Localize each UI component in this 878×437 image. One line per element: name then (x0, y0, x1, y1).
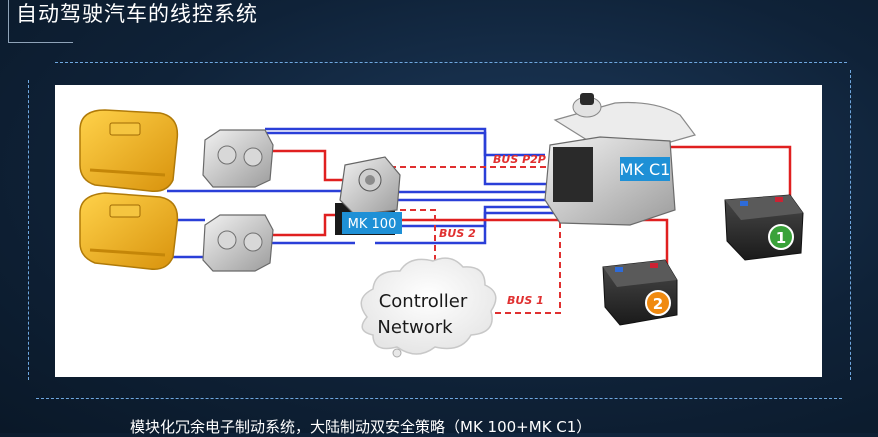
mkc1-label-bg (620, 157, 670, 181)
network-label-line1: Controller (379, 291, 468, 312)
battery-2-badge: 2 (653, 295, 663, 313)
brake-system-diagram: MK 100 MK C1 BUS P2P BUS 2 BUS 1 Control… (79, 93, 804, 358)
slide-caption: 模块化冗余电子制动系统，大陆制动双安全策略（MK 100+MK C1） (130, 418, 592, 436)
bus-1-label: BUS 1 (507, 294, 544, 307)
blue-line-caliper-upper-to-mkc1 (265, 127, 595, 186)
mkc1-unit: MK C1 (544, 93, 697, 226)
frame-line-left (28, 80, 29, 380)
title-frame (8, 0, 73, 43)
bus-p2p-label: BUS P2P (493, 153, 546, 166)
battery-2: 2 (602, 259, 678, 326)
silver-caliper-top (202, 129, 274, 188)
mk100-unit: MK 100 (335, 156, 402, 235)
bus-2-label: BUS 2 (439, 227, 476, 240)
bus-1-line (475, 143, 561, 314)
controller-network-cloud: Controller Network (360, 257, 497, 358)
frame-line-right (850, 70, 851, 380)
red-line-mkc1-to-battery1 (655, 145, 792, 207)
yellow-caliper-top (79, 109, 179, 193)
blue-line-lower-to-mkc1 (265, 205, 600, 245)
frame-line-top (55, 62, 847, 63)
bus-lines (390, 143, 561, 314)
slide-title: 自动驾驶汽车的线控系统 (16, 2, 258, 26)
frame-line-bottom (36, 398, 842, 399)
bus-2-line (400, 209, 436, 273)
network-label-line2: Network (377, 317, 453, 338)
mk100-label-bg (342, 212, 402, 234)
battery-1: 1 (724, 194, 804, 261)
silver-caliper-bottom (202, 214, 274, 272)
yellow-caliper-bottom (79, 192, 179, 270)
diagram-panel: MK 100 MK C1 BUS P2P BUS 2 BUS 1 Control… (55, 85, 822, 377)
mk100-label: MK 100 (348, 217, 397, 232)
red-line-lower-caliper (270, 213, 345, 237)
red-line-upper-caliper (270, 149, 345, 182)
red-line-mk100-to-battery2 (395, 218, 669, 270)
mkc1-label: MK C1 (620, 160, 671, 179)
battery-1-badge: 1 (776, 229, 786, 247)
